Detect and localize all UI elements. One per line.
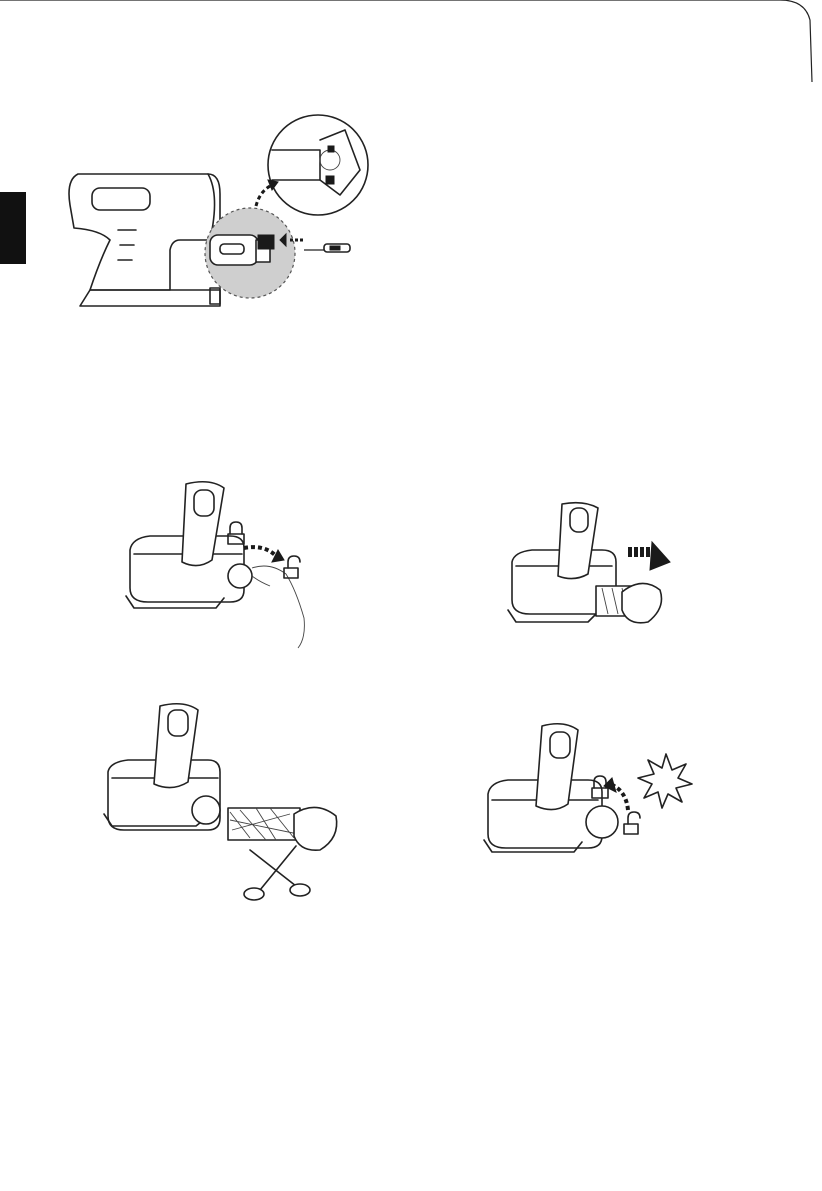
- charger-plug-icon: [258, 234, 350, 252]
- pull-arrow-icon: [628, 542, 670, 570]
- rotate-arrow-icon: [244, 547, 284, 562]
- figure-cut-hair: [100, 700, 345, 905]
- figure-reinsert-lock: [478, 720, 698, 880]
- detail-magnifier-circle: [268, 115, 368, 215]
- figure-pull-roller: [502, 500, 682, 640]
- floor-brush-drawing: [104, 704, 220, 830]
- figure-charging-port: [60, 110, 380, 320]
- scissors-icon: [244, 846, 310, 900]
- handheld-vacuum-drawing: [69, 174, 220, 306]
- zoom-arrow-icon: [256, 180, 278, 206]
- page-top-rule: [0, 0, 822, 82]
- language-tab: [0, 192, 26, 264]
- click-burst-icon: [638, 754, 692, 808]
- unlock-icon: [624, 812, 640, 834]
- figure-unlock-cap: [120, 478, 320, 653]
- brush-roller-drawing: [596, 583, 662, 622]
- floor-brush-drawing: [126, 482, 252, 608]
- charging-port-highlight: [205, 208, 295, 298]
- tangled-roller-drawing: [228, 807, 337, 850]
